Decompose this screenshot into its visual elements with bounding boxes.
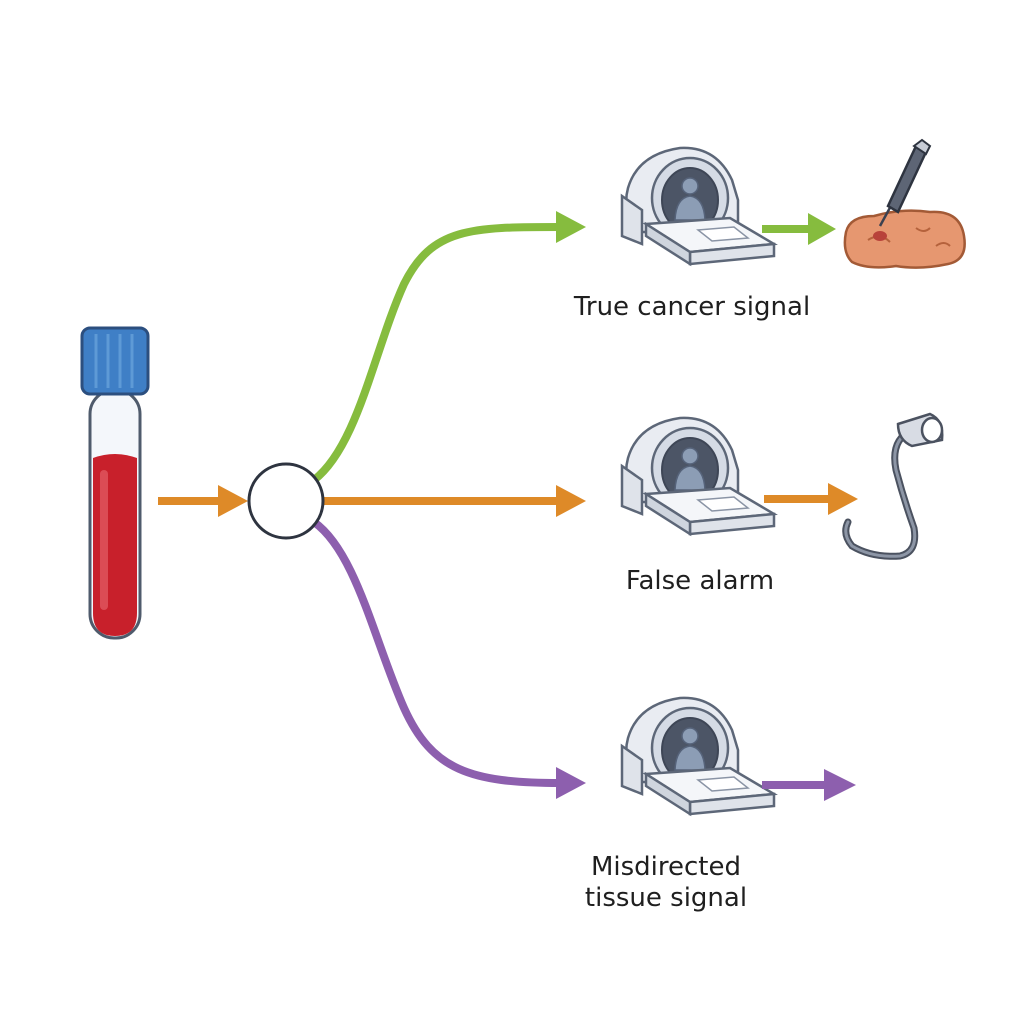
label-true-cancer-signal: True cancer signal [573, 292, 811, 322]
ct-scanner-icon-false [620, 416, 776, 536]
biopsy-tissue-icon [843, 209, 966, 269]
ct-scanner-icon-misdirected [620, 696, 776, 816]
blood-tube-icon [80, 326, 150, 640]
misdirected-path-arrow [311, 518, 586, 799]
tube-cap-icon [80, 326, 150, 396]
biopsy-needle-icon [878, 138, 932, 227]
label-false-alarm: False alarm [625, 566, 775, 596]
true-outcome-arrow [762, 213, 836, 245]
false-path-arrow [324, 485, 586, 517]
false-outcome-arrow [764, 483, 858, 515]
split-node-icon [247, 462, 325, 540]
misdirected-outcome-arrow [762, 769, 856, 801]
endoscope-icon [842, 412, 944, 560]
label-line-2: tissue signal [584, 883, 748, 913]
true-path-arrow [311, 211, 586, 484]
ct-scanner-icon-true [620, 146, 776, 266]
input-arrow [158, 485, 248, 517]
label-line-1: Misdirected [590, 852, 742, 882]
label-misdirected-tissue-signal: Misdirected tissue signal [566, 852, 766, 914]
blood-fill [93, 454, 137, 636]
